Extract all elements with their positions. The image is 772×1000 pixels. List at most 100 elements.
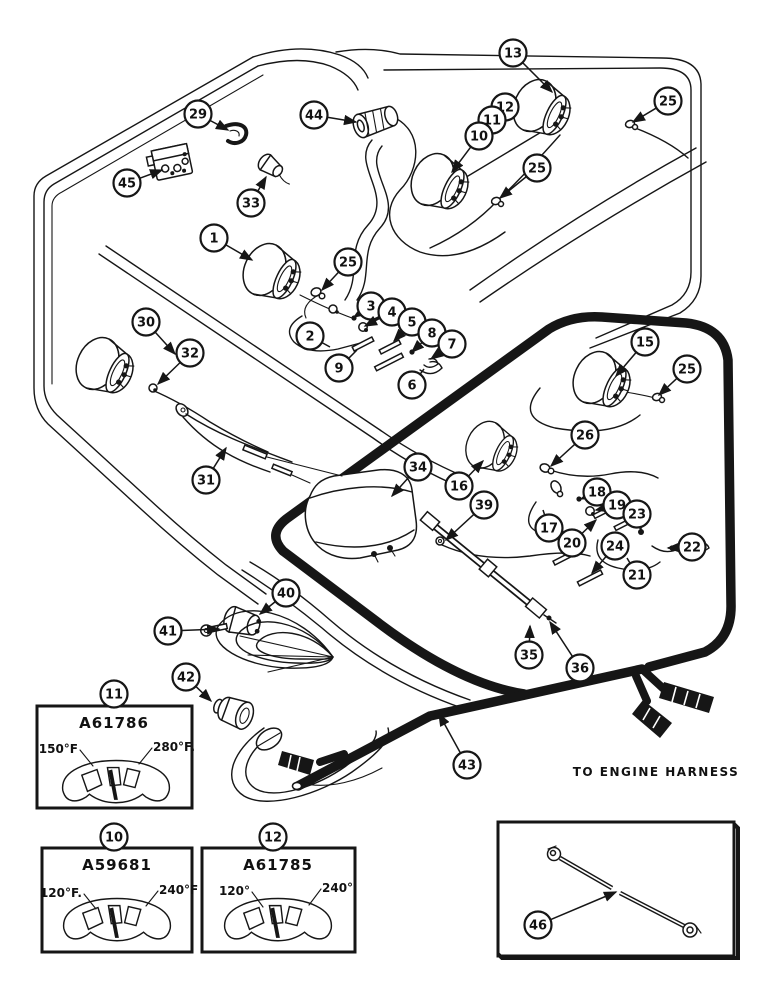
dial-right-label: 240°F	[159, 883, 198, 897]
callout-44: 44	[299, 100, 358, 130]
svg-text:30: 30	[137, 316, 155, 331]
svg-text:2: 2	[305, 330, 314, 345]
callout-36: 36	[549, 620, 595, 683]
gauge-15	[564, 343, 640, 418]
callout-34: 34	[390, 452, 433, 498]
svg-text:31: 31	[197, 474, 215, 489]
callout-32: 32	[156, 338, 205, 386]
svg-text:7: 7	[447, 338, 456, 353]
svg-text:25: 25	[678, 363, 696, 378]
svg-text:35: 35	[520, 649, 538, 664]
callout-6: 6	[397, 368, 427, 400]
callout-20: 20	[557, 518, 598, 558]
switch-wire-fan	[215, 610, 334, 673]
svg-text:9: 9	[334, 362, 343, 377]
inset-box-ground-strap	[496, 820, 740, 960]
svg-text:15: 15	[636, 336, 654, 351]
instrument-housing-34	[304, 468, 418, 563]
lighter-wire-loop	[231, 727, 390, 802]
callout-46: 46	[523, 891, 618, 940]
inset-box-a59681: A59681 120°F. 240°F	[40, 846, 198, 954]
lighter-switch-42	[212, 696, 255, 730]
svg-text:39: 39	[475, 499, 493, 514]
svg-text:20: 20	[563, 537, 581, 552]
svg-text:44: 44	[305, 109, 323, 124]
small-parts-cluster-right	[539, 463, 710, 587]
svg-text:43: 43	[458, 759, 476, 774]
svg-text:32: 32	[181, 347, 199, 362]
callout-11: 11	[99, 679, 129, 709]
engine-harness-connectors	[278, 682, 714, 775]
part-number: A59681	[82, 856, 152, 874]
dial-left-label: 120°F.	[40, 886, 82, 900]
dial-left-label: 150°F	[39, 742, 78, 756]
callout-2: 2	[295, 321, 331, 351]
callout-24: 24	[591, 531, 630, 575]
svg-text:24: 24	[606, 540, 624, 555]
callout-10: 10	[99, 822, 129, 852]
indicator-bulbs-25	[148, 119, 666, 546]
part-number: A61785	[243, 856, 313, 874]
svg-text:46: 46	[529, 919, 547, 934]
svg-text:25: 25	[659, 95, 677, 110]
callout-16: 16	[444, 459, 485, 501]
svg-text:34: 34	[409, 461, 427, 476]
callout-29: 29	[183, 99, 230, 131]
svg-text:17: 17	[540, 522, 558, 537]
dial-left-label: 120°	[219, 884, 250, 898]
svg-text:1: 1	[209, 232, 218, 247]
callout-25: 25	[320, 247, 363, 292]
svg-text:10: 10	[105, 831, 123, 846]
part-number: A61786	[79, 714, 149, 732]
svg-text:21: 21	[628, 569, 646, 584]
svg-text:41: 41	[159, 625, 177, 640]
callout-31: 31	[191, 446, 227, 495]
callout-21: 21	[622, 557, 652, 590]
svg-text:11: 11	[105, 688, 123, 703]
svg-text:26: 26	[576, 429, 594, 444]
svg-text:45: 45	[118, 177, 136, 192]
callout-25: 25	[631, 86, 683, 123]
svg-text:13: 13	[504, 47, 522, 62]
svg-text:33: 33	[242, 197, 260, 212]
callout-42: 42	[171, 662, 213, 703]
gauge-16	[457, 414, 526, 482]
clip-29	[224, 122, 249, 145]
gauge-1	[234, 235, 310, 310]
connector-tube-44	[352, 105, 399, 139]
main-harness-cable	[271, 312, 736, 791]
callout-26: 26	[549, 420, 600, 468]
inset-box-a61785: A61785 120° 240°	[200, 846, 357, 954]
callout-12: 12	[258, 822, 288, 852]
svg-text:36: 36	[571, 662, 589, 677]
svg-text:25: 25	[339, 256, 357, 271]
dial-right-label: 240°	[322, 881, 353, 895]
small-parts-cluster-left	[310, 287, 415, 372]
svg-text:10: 10	[470, 130, 488, 145]
gauge-30	[67, 329, 143, 404]
callout-41: 41	[153, 616, 221, 646]
callout-25: 25	[498, 153, 552, 199]
callout-25: 25	[657, 354, 702, 397]
callout-7: 7	[429, 329, 467, 360]
callout-23: 23	[622, 499, 652, 532]
callout-17: 17	[534, 509, 564, 543]
svg-text:23: 23	[628, 508, 646, 523]
callout-13: 13	[498, 38, 554, 94]
callout-43: 43	[438, 712, 482, 780]
callout-1: 1	[199, 223, 254, 261]
engine-harness-label: TO ENGINE HARNESS	[573, 765, 740, 779]
svg-text:42: 42	[177, 671, 195, 686]
gauge-10-11-12	[402, 145, 478, 220]
svg-text:19: 19	[608, 499, 626, 514]
svg-text:18: 18	[588, 486, 606, 501]
svg-text:3: 3	[366, 300, 375, 315]
callout-9: 9	[324, 349, 358, 383]
svg-text:40: 40	[277, 587, 295, 602]
callout-45: 45	[112, 168, 164, 198]
callout-35: 35	[514, 624, 544, 670]
callout-40: 40	[258, 578, 301, 615]
dial-right-label: 280°F.	[153, 740, 195, 754]
